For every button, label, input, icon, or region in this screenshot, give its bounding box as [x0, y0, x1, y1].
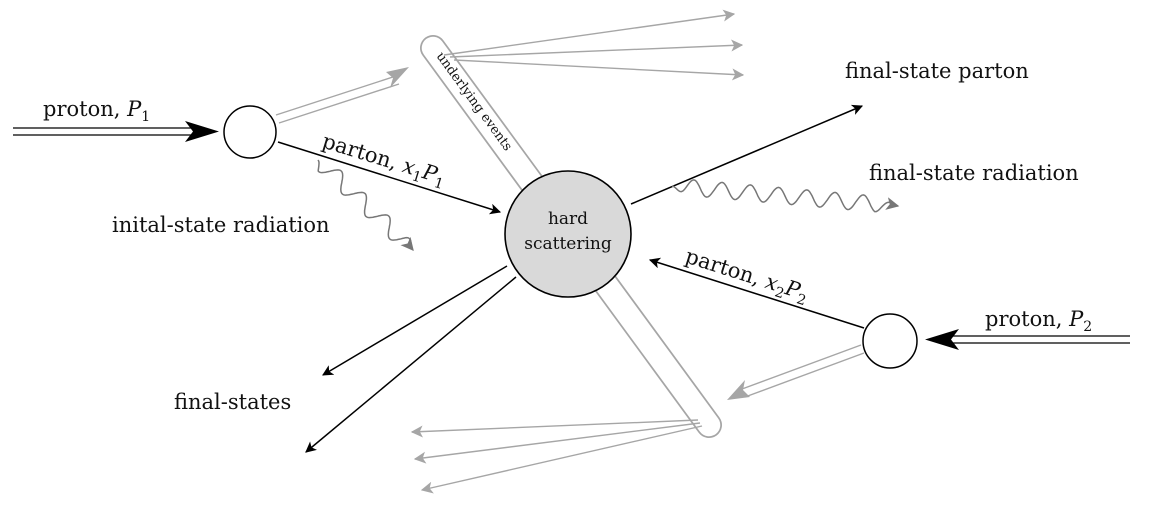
scattering-label: scattering: [524, 234, 612, 254]
parton1-arrow: [277, 141, 502, 215]
spray-arrow: [420, 425, 703, 494]
final-state-parton-arrow: [630, 104, 864, 205]
proton1-circle: [223, 105, 277, 159]
final-states-label: final-states: [174, 390, 291, 414]
proton1-beam: [13, 121, 219, 142]
final-state-arrow-1: [322, 265, 508, 376]
proton1-remnant-arrow: [275, 67, 409, 124]
proton2-label-text: proton,: [985, 307, 1069, 331]
proton1-label-subscript: 1: [141, 109, 150, 125]
parton2-arrow: [648, 257, 865, 329]
final-state-radiation-label: final-state radiation: [869, 161, 1079, 185]
spray-arrow: [449, 39, 744, 58]
hard-label: hard: [548, 209, 588, 229]
proton2-label-symbol: P: [1068, 307, 1084, 331]
spray-arrow: [443, 9, 736, 56]
final-state-arrow-2: [305, 276, 517, 453]
proton2-remnant-arrow: [727, 344, 865, 400]
final-state-parton-label: final-state parton: [845, 59, 1029, 83]
upper-spray-arrows: [443, 9, 745, 81]
hard-scattering-core: [504, 170, 632, 298]
spray-arrow: [453, 59, 745, 81]
proton2-circle: [862, 313, 918, 369]
final-state-radiation-wave: [671, 179, 900, 213]
proton1-label-symbol: P: [126, 97, 142, 121]
initial-state-radiation-label: inital-state radiation: [112, 213, 330, 237]
spray-arrow: [413, 422, 701, 464]
spray-arrow: [410, 419, 699, 438]
proton1-label-text: proton,: [43, 97, 127, 121]
proton2-label: proton, P2: [985, 307, 1092, 335]
proton2-beam: [925, 329, 1130, 350]
underlying-events-label: underlying events: [433, 50, 515, 154]
lower-spray-arrows: [410, 419, 703, 494]
initial-state-radiation-wave: [317, 159, 414, 251]
proton2-label-subscript: 2: [1083, 319, 1092, 335]
proton1-label: proton, P1: [43, 97, 150, 125]
